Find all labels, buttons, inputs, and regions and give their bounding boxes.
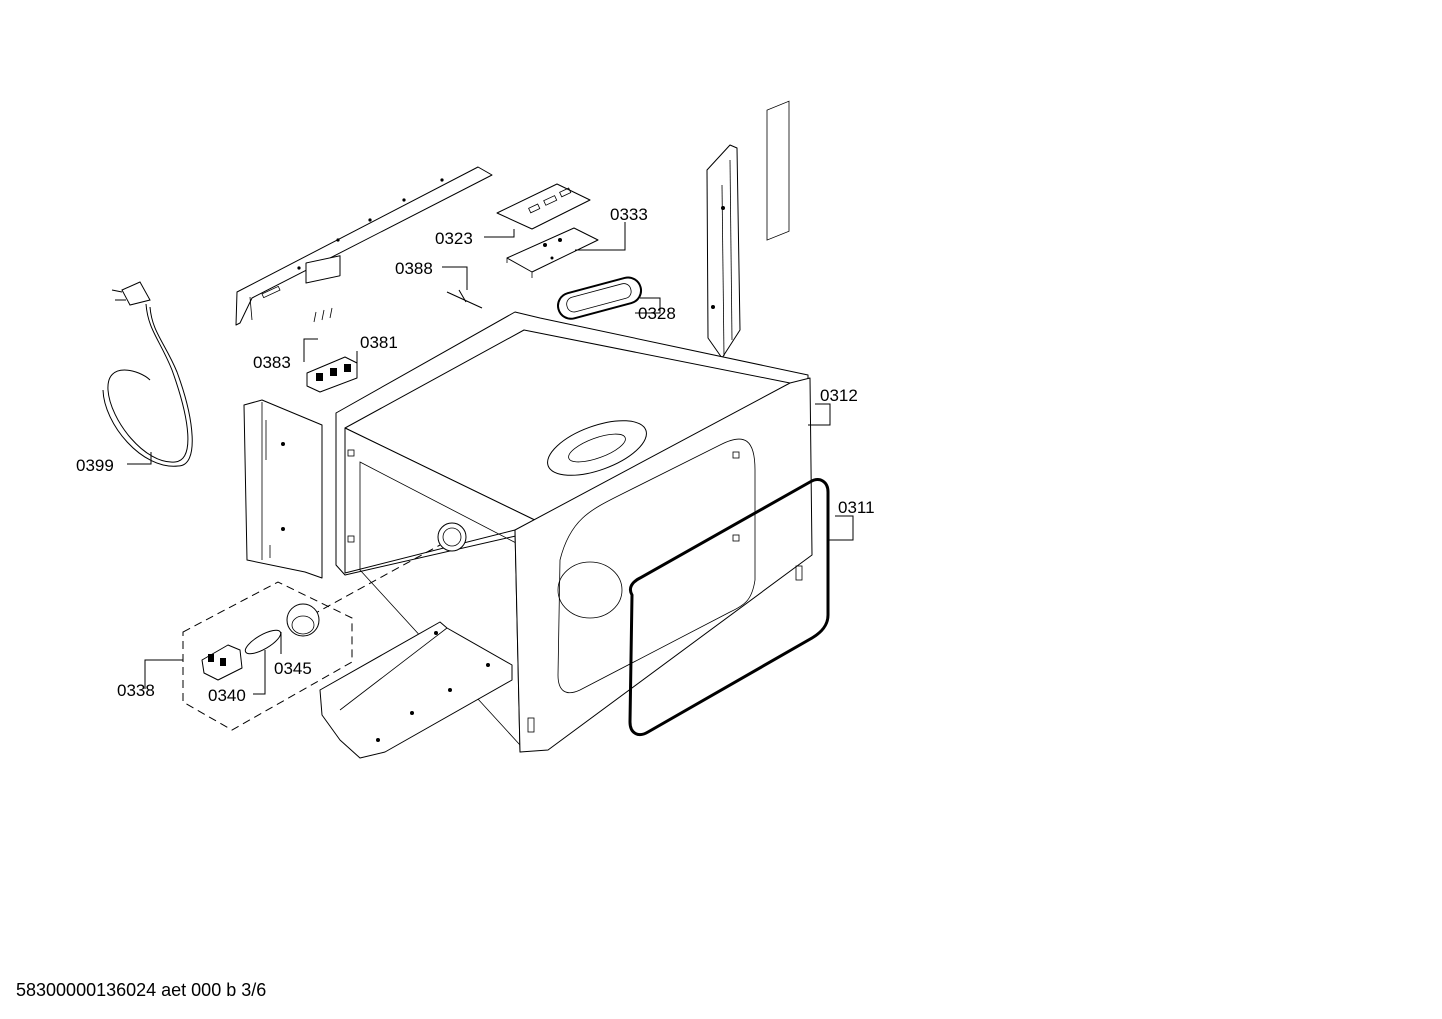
plate-0323 [496,183,591,230]
label-0345: 0345 [274,659,312,678]
label-0311: 0311 [838,498,875,517]
label-0399: 0399 [76,456,114,475]
label-0323: 0323 [435,229,473,248]
bracket-0333 [506,227,599,278]
top-rail-part [235,166,493,326]
gasket-0328 [557,276,643,320]
label-0338: 0338 [117,681,155,700]
side-bracket-right [706,144,741,359]
door-seal-0311 [628,478,830,737]
label-0388: 0388 [395,259,433,278]
label-0383: 0383 [253,353,291,372]
lamp-assembly-0338 [182,544,441,731]
side-panel-left [243,399,323,579]
label-0381: 0381 [360,333,398,352]
part-labels: 0323 0333 0388 0328 0383 0381 0399 0312 … [76,205,875,705]
terminal-0381 [306,356,358,393]
terminal-0383 [305,255,341,323]
label-0333: 0333 [610,205,648,224]
label-0312: 0312 [820,386,858,405]
label-0328: 0328 [638,304,676,323]
bottom-rail-part [319,621,513,759]
power-cord-0399 [102,281,193,467]
document-code: 58300000136024 aet 000 b 3/6 [16,980,267,1000]
label-0340: 0340 [208,686,246,705]
leader-lines [127,222,854,695]
pin-0388 [446,289,483,309]
